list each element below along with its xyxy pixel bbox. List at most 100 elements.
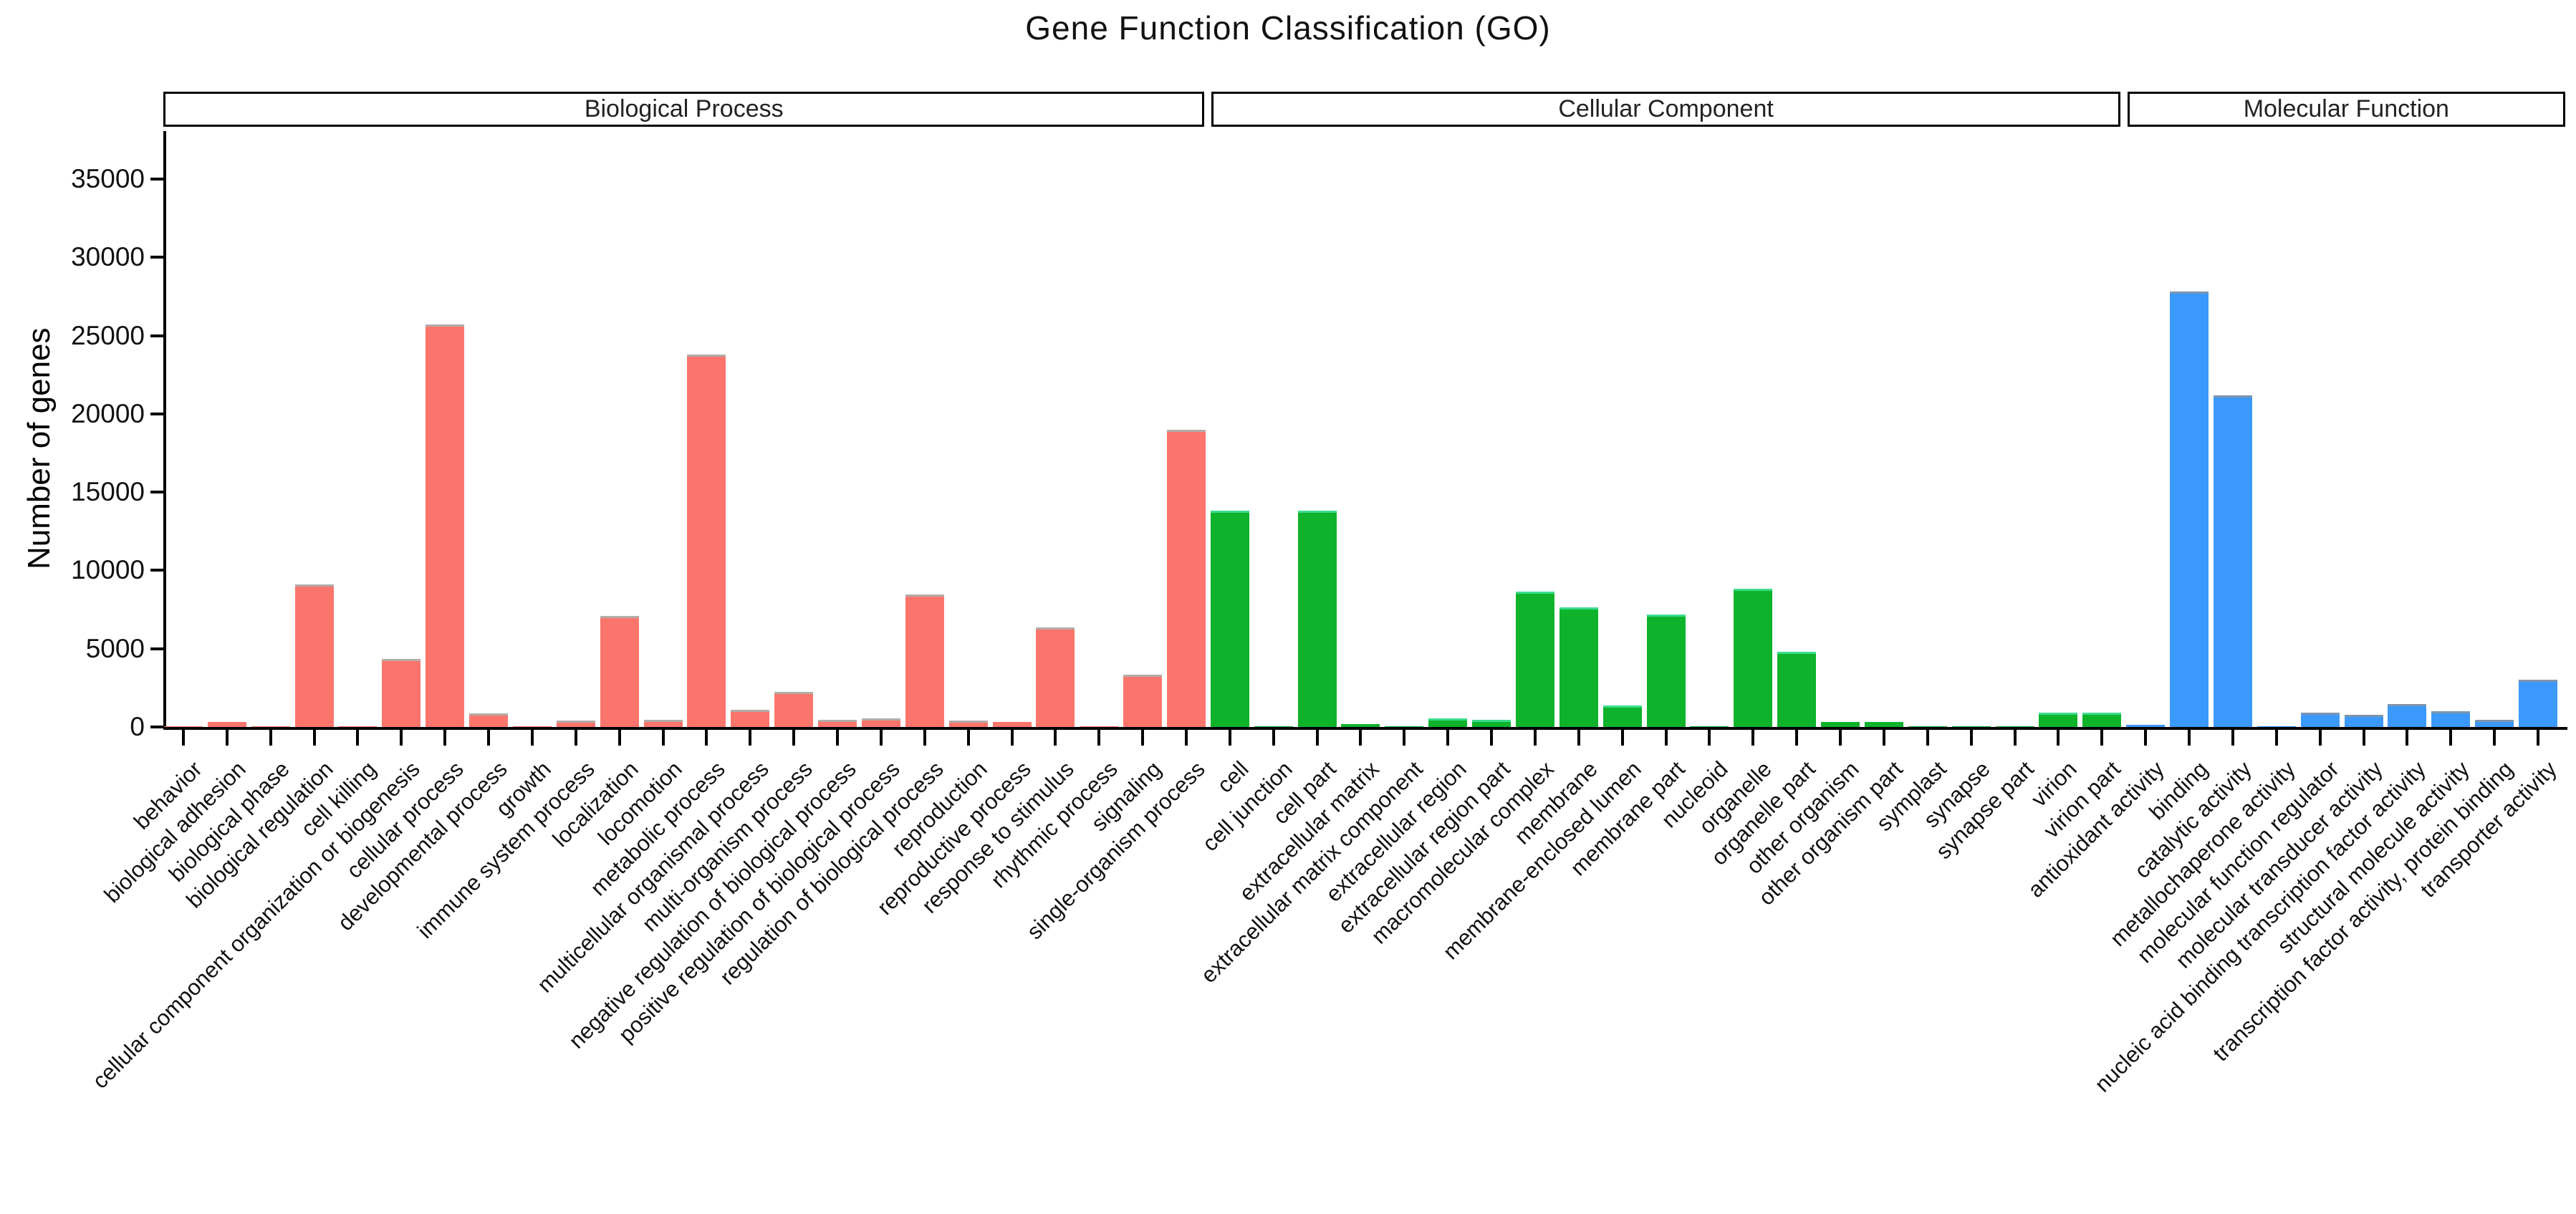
bar	[1080, 726, 1119, 727]
bar	[251, 726, 290, 727]
x-axis-tick	[356, 728, 360, 746]
bar	[1254, 726, 1293, 727]
x-axis-tick	[530, 728, 534, 746]
bar	[164, 726, 203, 727]
x-axis-tick	[1708, 728, 1711, 746]
x-axis-tick	[1839, 728, 1842, 746]
x-axis-tick	[1141, 728, 1145, 746]
x-axis-tick	[1751, 728, 1755, 746]
y-axis-line	[163, 131, 166, 730]
bar	[1646, 614, 1686, 727]
x-axis-tick	[2449, 728, 2453, 746]
bar	[818, 720, 857, 727]
x-axis-line	[163, 727, 2567, 730]
x-axis-tick	[1185, 728, 1188, 746]
x-axis-tick	[1577, 728, 1580, 746]
y-axis-tick	[150, 256, 163, 259]
bar	[512, 726, 552, 727]
chart-title: Gene Function Classification (GO)	[1025, 9, 1551, 47]
x-axis-tick	[617, 728, 621, 746]
x-axis-tick	[1620, 728, 1624, 746]
x-axis-tick	[792, 728, 796, 746]
y-axis-tick	[150, 178, 163, 180]
bar	[382, 658, 421, 727]
x-axis-tick	[1228, 728, 1231, 746]
x-axis-tick	[400, 728, 403, 746]
y-axis-tick	[150, 569, 163, 572]
bar	[1428, 718, 1468, 727]
x-axis-tick	[2274, 728, 2278, 746]
x-axis-tick	[1490, 728, 1494, 746]
x-axis-tick	[1533, 728, 1537, 746]
bar	[1602, 705, 1642, 727]
x-axis-tick	[2057, 728, 2060, 746]
x-axis-tick	[1882, 728, 1885, 746]
bar	[1777, 652, 1817, 727]
bar	[643, 719, 683, 727]
bar	[2431, 711, 2471, 727]
bar	[1821, 722, 1860, 727]
x-axis-tick	[182, 728, 185, 746]
bar	[1472, 719, 1512, 727]
bar	[905, 594, 944, 727]
y-axis-tick-label: 15000	[71, 477, 145, 507]
x-axis-tick	[1315, 728, 1319, 746]
x-axis-tick	[705, 728, 708, 746]
bar	[2257, 726, 2296, 727]
y-axis-tick-label: 25000	[71, 320, 145, 350]
bar	[2170, 292, 2209, 727]
bar	[687, 354, 726, 727]
bar	[1559, 607, 1598, 727]
bar	[2213, 395, 2252, 727]
x-axis-tick	[836, 728, 840, 746]
group-header-cellular-component: Cellular Component	[1211, 92, 2120, 127]
bar	[2300, 713, 2340, 727]
x-axis-tick	[2013, 728, 2017, 746]
bar	[1036, 627, 1075, 727]
bar	[2039, 713, 2078, 727]
x-axis-tick	[2318, 728, 2322, 746]
bar	[338, 726, 378, 727]
x-axis-tick	[661, 728, 665, 746]
x-axis-tick	[2100, 728, 2104, 746]
x-axis-tick	[1969, 728, 1973, 746]
bar	[1167, 429, 1206, 727]
y-axis-tick	[150, 412, 163, 415]
bar	[469, 713, 509, 727]
bar	[207, 721, 246, 727]
bar	[1995, 726, 2034, 727]
bar	[2126, 724, 2166, 727]
bar	[1341, 723, 1380, 727]
bar	[731, 709, 770, 727]
x-axis-tick	[2493, 728, 2496, 746]
y-axis-tick	[150, 726, 163, 728]
x-axis-tick	[2188, 728, 2191, 746]
y-axis-tick-label: 10000	[71, 555, 145, 585]
y-axis-tick	[150, 334, 163, 337]
x-axis-tick	[1664, 728, 1668, 746]
bar	[1297, 511, 1337, 727]
x-axis-tick	[487, 728, 491, 746]
bar	[1734, 588, 1773, 727]
x-axis-tick	[2536, 728, 2539, 746]
y-axis-tick-label: 20000	[71, 398, 145, 428]
bar	[1515, 591, 1554, 727]
bar	[1864, 722, 1903, 727]
x-axis-tick	[443, 728, 447, 746]
x-axis-tick	[1097, 728, 1101, 746]
bar	[294, 584, 334, 727]
bar	[1385, 726, 1424, 727]
y-axis-tick-label: 35000	[71, 164, 145, 193]
bar	[948, 721, 988, 727]
y-axis-tick-label: 5000	[85, 633, 145, 663]
x-axis-tick	[923, 728, 926, 746]
x-axis-tick	[2231, 728, 2234, 746]
x-axis-tick	[966, 728, 970, 746]
bar	[2388, 704, 2427, 727]
bar	[774, 691, 814, 727]
x-axis-tick	[2144, 728, 2148, 746]
bar	[600, 615, 639, 727]
y-axis-tick-label: 0	[130, 712, 145, 741]
x-axis-tick	[1010, 728, 1014, 746]
bar	[861, 718, 900, 727]
